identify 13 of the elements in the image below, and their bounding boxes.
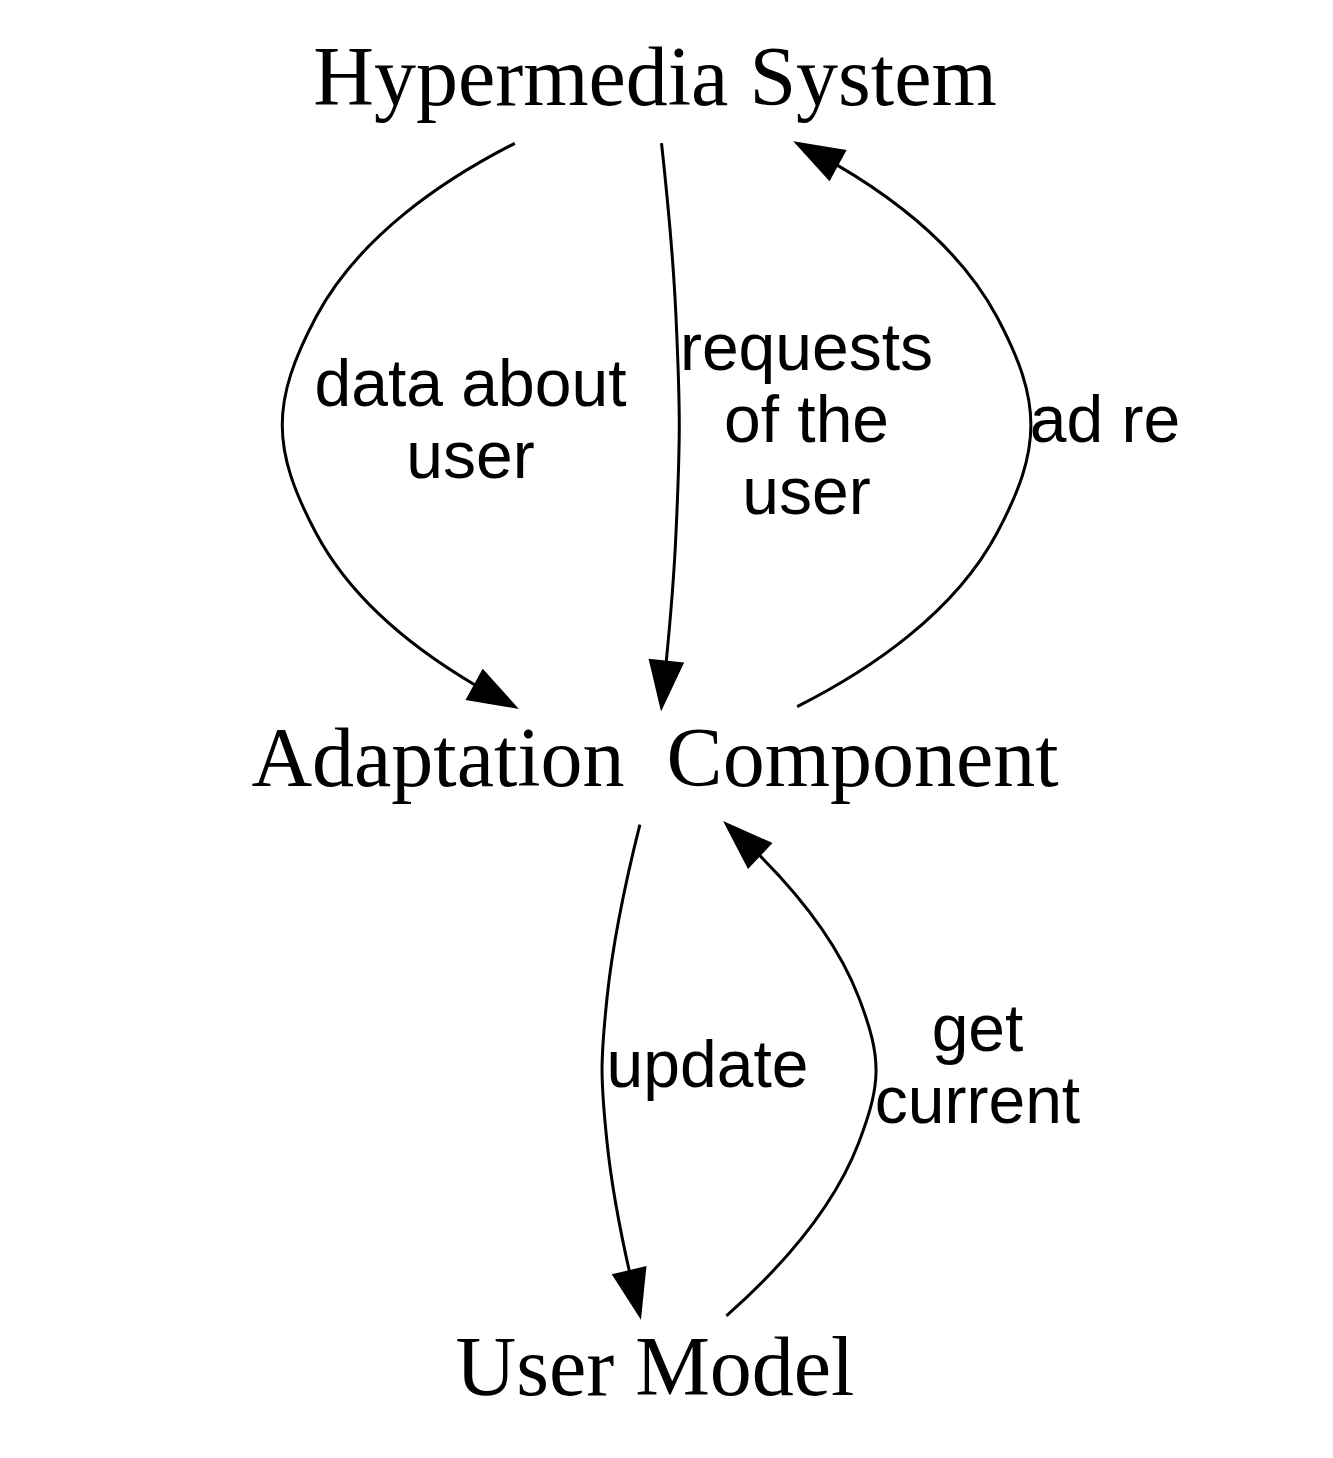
node-text: User Model [455, 1319, 854, 1413]
node-text: Hypermedia System [312, 29, 997, 123]
arrow [600, 823, 646, 1320]
edge-label: get current [874, 990, 1080, 1137]
arrow [648, 142, 684, 711]
edge-label: data about user [314, 345, 626, 492]
edge-label: update [606, 1026, 808, 1101]
arrow [280, 141, 519, 709]
arrow [722, 820, 877, 1317]
edge-label: ad re [1029, 381, 1180, 456]
arrow [792, 140, 1032, 708]
node-text: Adaptation Component [250, 710, 1059, 804]
edge-label: requests of the user [679, 309, 933, 528]
